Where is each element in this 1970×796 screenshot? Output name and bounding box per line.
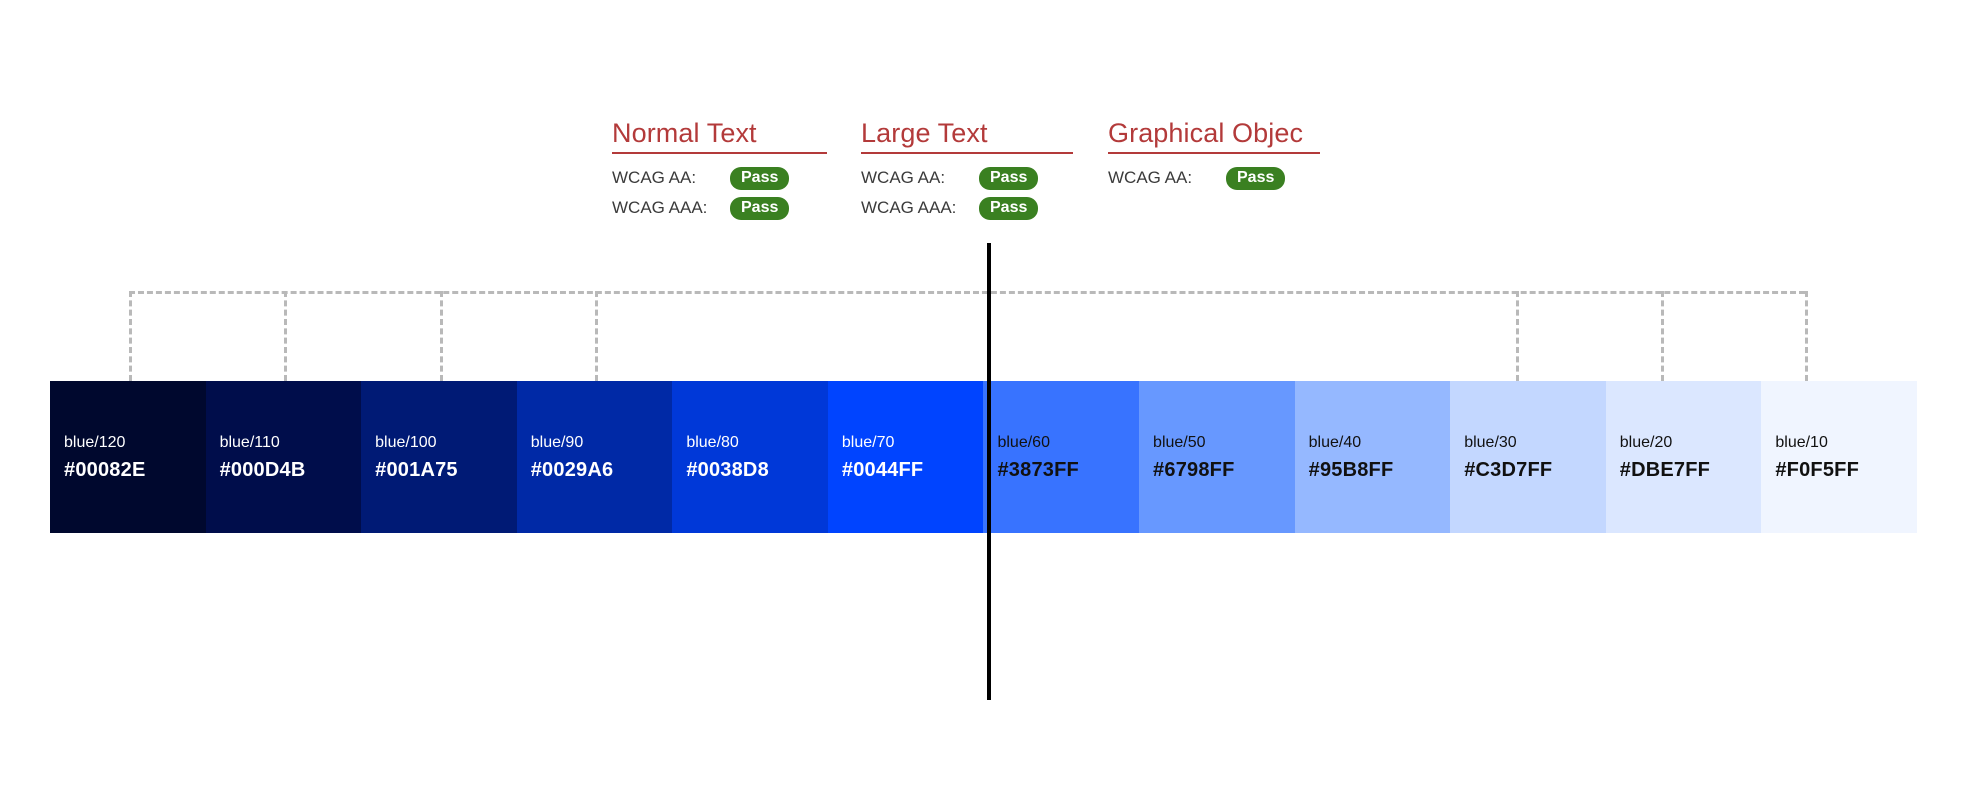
swatch-hex-value: #0038D8 [686, 458, 769, 481]
color-swatch[interactable]: blue/10 #F0F5FF [1761, 381, 1917, 533]
wcag-level-label: WCAG AA: [1108, 168, 1193, 187]
wcag-panel-underline [612, 152, 827, 154]
bracket-tick-4 [1516, 291, 1519, 381]
swatch-token-name: blue/80 [686, 433, 739, 451]
wcag-level-label: WCAG AA: [612, 168, 697, 187]
color-swatch[interactable]: blue/60 #3873FF [983, 381, 1140, 533]
wcag-result-badge: Pass [730, 196, 790, 220]
swatch-token-name: blue/30 [1464, 433, 1517, 451]
wcag-panel-title: Normal Text [612, 118, 757, 148]
swatch-hex-value: #3873FF [997, 458, 1079, 481]
wcag-result-row: WCAG AA: Pass [1108, 163, 1320, 193]
wcag-panel-title: Graphical Objec [1108, 118, 1304, 148]
color-swatch[interactable]: blue/80 #0038D8 [672, 381, 828, 533]
swatch-hex-value: #6798FF [1153, 458, 1235, 481]
swatch-token-name: blue/120 [64, 433, 126, 451]
color-swatch[interactable]: blue/70 #0044FF [827, 381, 984, 533]
swatch-token-name: blue/20 [1619, 433, 1673, 451]
wcag-result-row: WCAG AAA: Pass [861, 193, 1073, 223]
swatch-token-name: blue/100 [375, 433, 437, 451]
swatch-hex-value: #C3D7FF [1464, 458, 1553, 481]
wcag-result-badge: Pass [979, 196, 1039, 220]
wcag-result-rows: WCAG AA: Pass [1108, 163, 1320, 193]
swatch-hex-value: #DBE7FF [1619, 458, 1711, 481]
bracket-tick-2 [440, 291, 443, 381]
wcag-result-row: WCAG AA: Pass [861, 163, 1073, 193]
color-swatch[interactable]: blue/110 #000D4B [205, 381, 362, 533]
wcag-result-badge: Pass [1226, 166, 1286, 190]
contrast-threshold-divider [987, 243, 991, 700]
swatch-hex-value: #0044FF [841, 458, 924, 481]
color-swatch[interactable]: blue/50 #6798FF [1139, 381, 1295, 533]
swatch-token-name: blue/40 [1308, 433, 1362, 451]
color-swatch[interactable]: blue/90 #0029A6 [516, 381, 673, 533]
bracket-tick-0 [129, 291, 132, 381]
wcag-result-row: WCAG AAA: Pass [612, 193, 827, 223]
bracket-tick-5 [1661, 291, 1664, 381]
bracket-horizontal-rule [129, 291, 1805, 294]
swatch-token-name: blue/10 [1775, 433, 1828, 451]
swatch-hex-value: #001A75 [375, 458, 458, 481]
wcag-panel-title: Large Text [861, 118, 988, 148]
wcag-result-row: WCAG AA: Pass [612, 163, 827, 193]
bracket-tick-3 [595, 291, 598, 381]
wcag-panel-underline [861, 152, 1073, 154]
wcag-level-label: WCAG AAA: [612, 198, 708, 217]
swatch-token-name: blue/90 [530, 433, 584, 451]
color-swatch[interactable]: blue/120 #00082E [50, 381, 206, 533]
wcag-result-badge: Pass [979, 166, 1039, 190]
swatch-hex-value: #000D4B [219, 458, 306, 481]
wcag-panel-title-wrap: Normal Text [612, 118, 827, 148]
swatch-hex-value: #00082E [64, 458, 146, 481]
bracket-tick-6 [1805, 291, 1808, 381]
swatch-token-name: blue/50 [1153, 433, 1206, 451]
wcag-level-label: WCAG AA: [861, 168, 946, 187]
wcag-panel-underline [1108, 152, 1320, 154]
wcag-panel-title-wrap: Large Text [861, 118, 1073, 148]
color-swatch[interactable]: blue/40 #95B8FF [1294, 381, 1451, 533]
color-swatch-strip: blue/120 #00082E blue/110 #000D4B blue/100 #0… [50, 381, 1917, 533]
color-swatch[interactable]: blue/100 #001A75 [361, 381, 517, 533]
swatch-token-name: blue/60 [997, 433, 1050, 451]
wcag-level-label: WCAG AAA: [861, 198, 957, 217]
swatch-hex-value: #0029A6 [530, 458, 614, 481]
wcag-panel-title-wrap: Graphical Objec [1108, 118, 1320, 148]
color-swatch[interactable]: blue/30 #C3D7FF [1450, 381, 1606, 533]
swatch-token-name: blue/110 [219, 433, 280, 451]
swatch-hex-value: #F0F5FF [1775, 458, 1859, 481]
bracket-tick-1 [284, 291, 287, 381]
swatch-token-name: blue/70 [841, 433, 895, 451]
color-swatch[interactable]: blue/20 #DBE7FF [1605, 381, 1762, 533]
wcag-result-badge: Pass [730, 166, 790, 190]
swatch-hex-value: #95B8FF [1308, 458, 1394, 481]
